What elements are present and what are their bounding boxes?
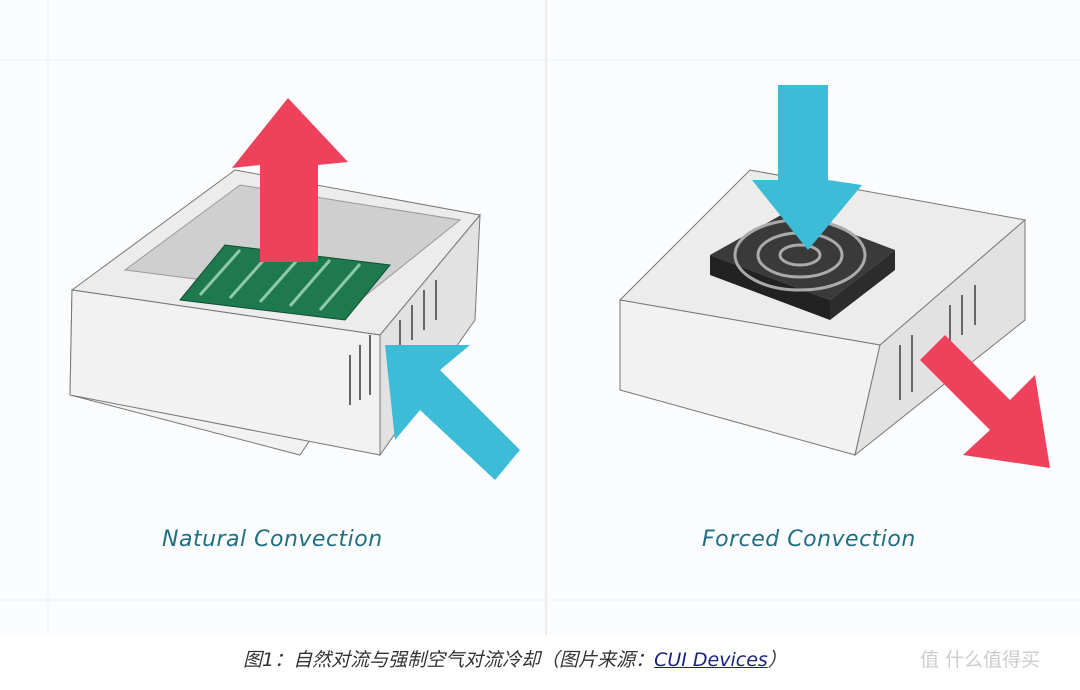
natural-convection-enclosure — [69, 98, 520, 480]
forced-convection-label: Forced Convection — [702, 527, 916, 552]
cool-air-in-arrow — [385, 345, 520, 480]
cui-devices-link[interactable]: CUI Devices — [654, 649, 768, 671]
natural-convection-label: Natural Convection — [162, 527, 383, 552]
cool-air-down-arrow — [752, 85, 862, 250]
hot-air-up-arrow — [232, 98, 348, 262]
forced-convection-enclosure — [618, 85, 1050, 468]
caption-end: ） — [767, 649, 787, 671]
watermark: 值 什么值得买 — [920, 649, 1041, 671]
hot-air-out-arrow — [920, 335, 1050, 468]
fan — [710, 210, 895, 320]
figure-caption: 图1：自然对流与强制空气对流冷却（图片来源：CUI Devices） — [243, 645, 787, 672]
caption-text: 图1：自然对流与强制空气对流冷却（图片来源： — [243, 649, 655, 671]
pcb-board — [179, 244, 391, 321]
